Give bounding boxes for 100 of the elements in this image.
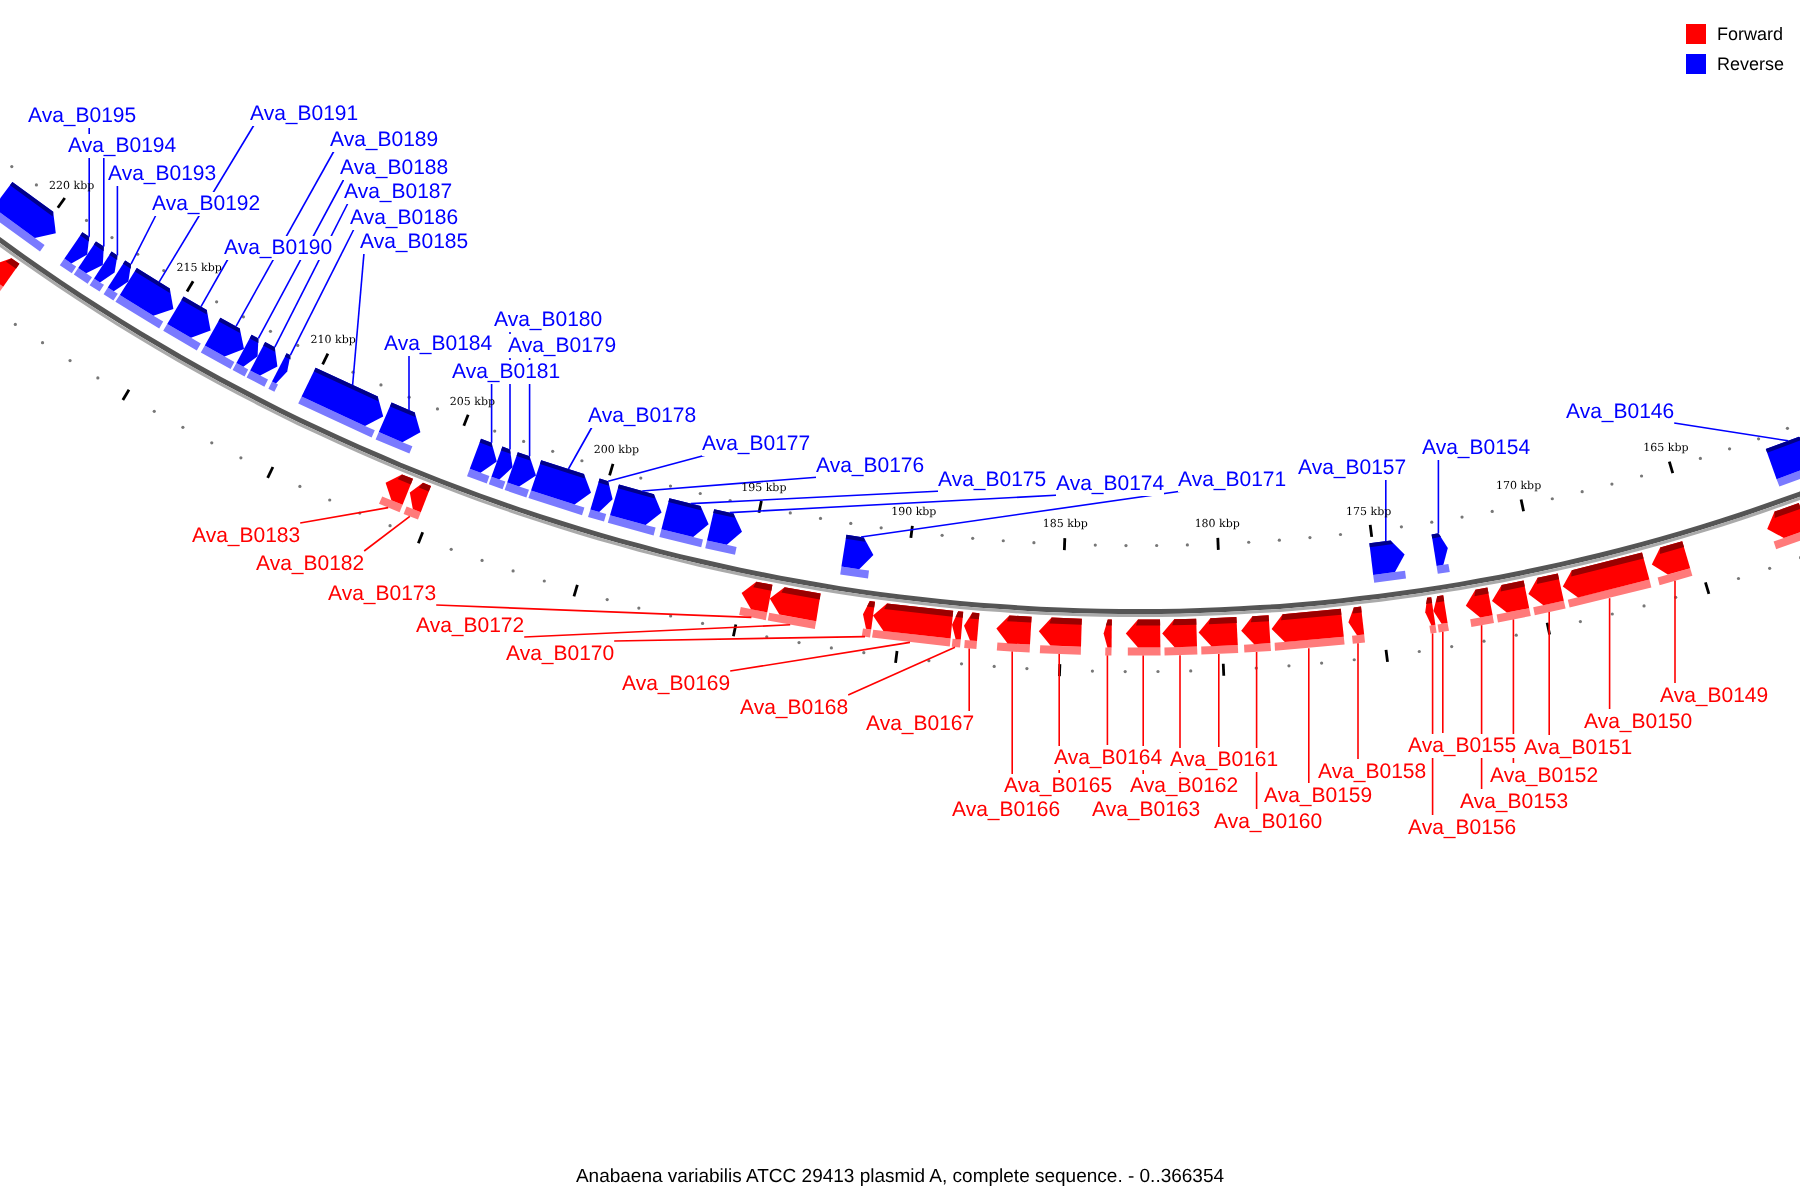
gene-block	[232, 334, 259, 377]
gene-label: Ava_B0158	[1318, 759, 1427, 783]
leader-line	[567, 426, 593, 470]
gene-block	[739, 581, 773, 621]
gene-block	[1425, 597, 1437, 634]
gene-block	[379, 474, 413, 513]
leader-line	[1442, 631, 1444, 734]
leader-line	[408, 354, 410, 411]
gene-label: Ava_B0150	[1584, 709, 1693, 733]
gene-label: Ava_B0190	[224, 235, 333, 259]
gene-block	[268, 353, 291, 392]
gene-block	[504, 452, 536, 498]
gene-label: Ava_B0188	[340, 155, 449, 179]
gene-block	[659, 498, 709, 548]
gene-label: Ava_B0153	[1460, 789, 1569, 813]
gene-label: Ava_B0195	[28, 103, 137, 127]
gene-label: Ava_B0192	[152, 191, 261, 215]
gene-label: Ava_B0186	[350, 205, 459, 229]
gene-block	[996, 615, 1032, 653]
gene-block	[246, 342, 278, 387]
gene-label: Ava_B0155	[1408, 733, 1517, 757]
leader-line	[1357, 642, 1359, 760]
gene-label: Ava_B0156	[1408, 815, 1517, 839]
leader-line	[847, 646, 956, 696]
leader-line	[435, 604, 753, 619]
caption: Anabaena variabilis ATCC 29413 plasmid A, complete sequence. - 0..366354	[575, 1166, 1225, 1188]
gene-block	[73, 241, 104, 284]
gene-label: Ava_B0161	[1170, 747, 1279, 771]
gene-label: Ava_B0185	[360, 229, 469, 253]
leader-line	[729, 494, 1061, 514]
gene-label: Ava_B0191	[250, 101, 359, 125]
gene-block	[1465, 587, 1494, 627]
gene-block	[1765, 436, 1800, 487]
gene-block	[872, 603, 954, 647]
leader-line	[1548, 611, 1550, 736]
gene-label: Ava_B0177	[702, 431, 811, 455]
leader-line	[1674, 580, 1676, 684]
leader-line	[235, 150, 335, 328]
gene-block	[467, 438, 497, 484]
leader-line	[1106, 654, 1109, 746]
gene-label: Ava_B0166	[952, 797, 1061, 821]
gene-block	[403, 482, 431, 520]
leader-line	[299, 506, 389, 524]
gene-label: Ava_B0146	[1566, 399, 1675, 423]
gene-label: Ava_B0163	[1092, 797, 1201, 821]
gene-label: Ava_B0154	[1422, 435, 1531, 459]
leader-line	[729, 641, 911, 672]
gene-block	[1271, 608, 1345, 651]
gene-block	[840, 534, 874, 579]
gene-label: Ava_B0167	[866, 711, 975, 735]
gene-block	[1198, 617, 1239, 655]
gene-label: Ava_B0182	[256, 551, 365, 575]
leader-line	[116, 184, 119, 257]
gene-block	[200, 317, 244, 369]
leader-line	[641, 476, 821, 492]
gene-block	[861, 601, 875, 638]
gene-block	[1103, 619, 1112, 656]
gene-label: Ava_B0194	[68, 133, 177, 157]
gene-label: Ava_B0157	[1298, 455, 1407, 479]
gene-block	[951, 611, 964, 648]
gene-label: Ava_B0171	[1178, 467, 1287, 491]
gene-label: Ava_B0184	[384, 331, 493, 355]
leader-line	[363, 515, 411, 552]
gene-block	[767, 587, 821, 629]
gene-block	[1125, 619, 1161, 656]
gene-label: Ava_B0152	[1490, 763, 1599, 787]
leader-line	[200, 258, 229, 308]
gene-block	[59, 232, 90, 274]
leader-line	[613, 635, 866, 642]
leader-line	[1218, 653, 1220, 748]
gene-block	[1767, 503, 1800, 550]
leader-line	[1385, 478, 1387, 542]
gene-label: Ava_B0168	[740, 695, 849, 719]
leader-line	[1308, 647, 1310, 784]
gene-block	[1431, 533, 1450, 574]
gene-block	[115, 268, 174, 329]
leader-line	[130, 214, 157, 265]
gene-block	[1241, 615, 1271, 653]
leader-line	[1673, 422, 1789, 442]
gene-block	[1651, 541, 1693, 586]
gene-label: Ava_B0173	[328, 581, 437, 605]
gene-label: Ava_B0189	[330, 127, 439, 151]
gene-block	[1369, 540, 1406, 583]
gene-label: Ava_B0159	[1264, 783, 1373, 807]
leader-line	[289, 228, 355, 356]
gene-block	[1528, 573, 1566, 616]
gene-block	[1348, 606, 1365, 644]
gene-block	[163, 296, 211, 351]
gene-label: Ava_B0151	[1524, 735, 1633, 759]
gene-label: Ava_B0174	[1056, 471, 1165, 495]
gene-block	[298, 367, 384, 438]
gene-label: Ava_B0170	[506, 641, 615, 665]
legend-label: Forward	[1716, 23, 1783, 43]
gene-block	[1038, 617, 1082, 655]
gene-block	[588, 478, 613, 522]
leader-line	[523, 624, 791, 638]
gene-label: Ava_B0179	[508, 333, 617, 357]
gene-block	[103, 260, 131, 301]
gene-block	[0, 258, 20, 294]
leader-line	[1437, 458, 1440, 534]
